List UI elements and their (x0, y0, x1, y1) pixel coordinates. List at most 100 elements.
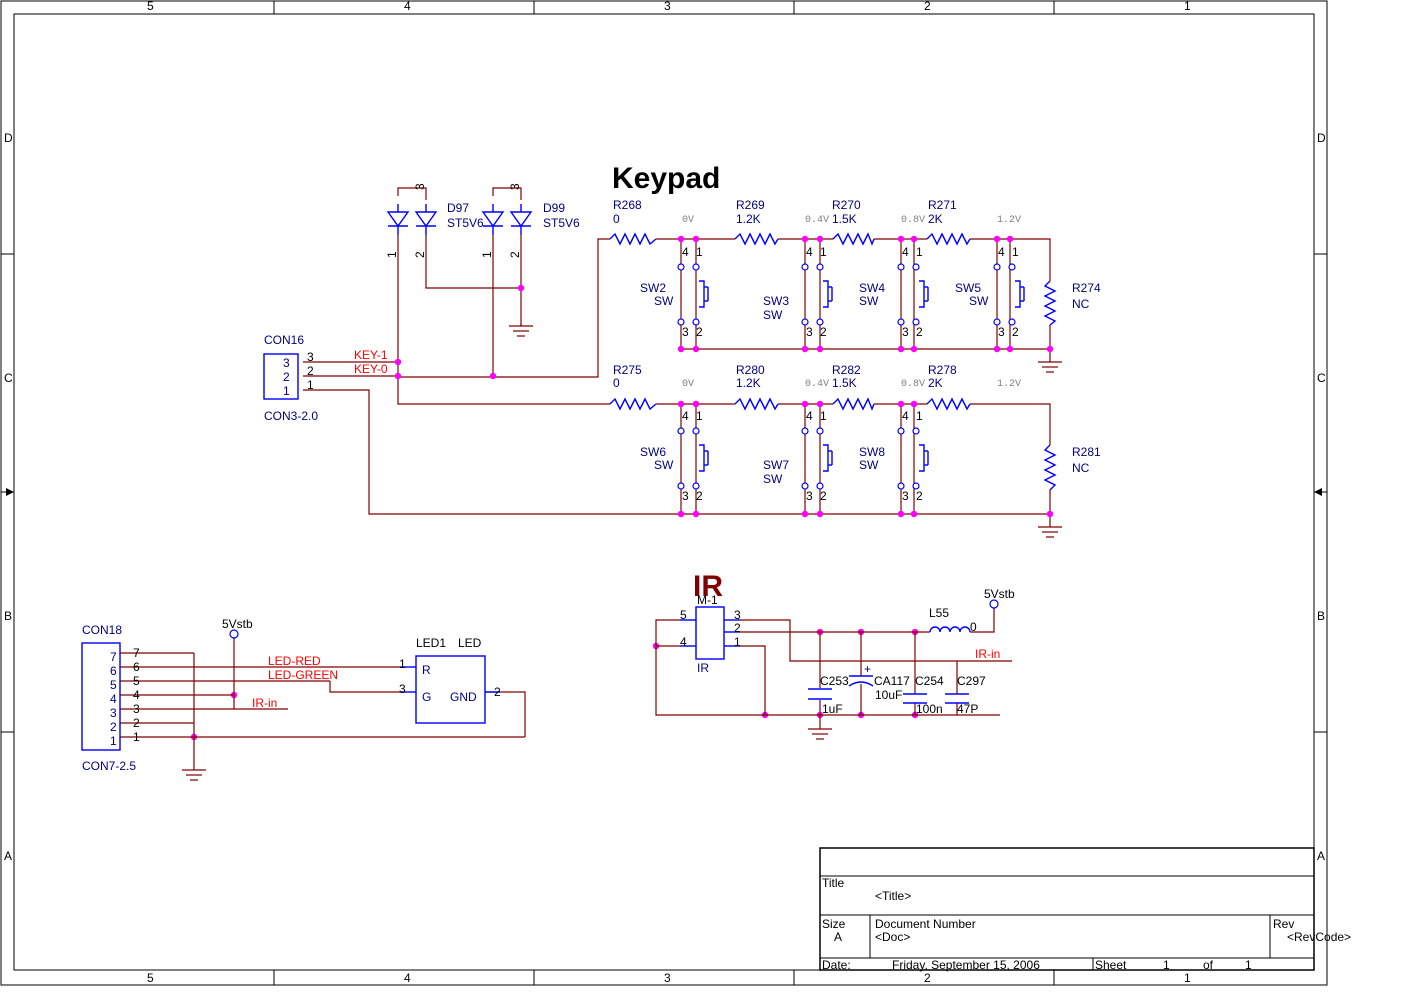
bottom-col-4: 4 (404, 971, 411, 985)
connector-con18: CON18 CON7-2.5 (81, 623, 136, 773)
right-row-b: B (1317, 609, 1325, 623)
switch-row2-2-pin-p2: 2 (916, 489, 923, 503)
junction-dots (190, 235, 1054, 741)
net-key0: KEY-0 (354, 362, 388, 376)
con16-ref: CON16 (264, 333, 304, 347)
power-vstb-left: 5Vstb (222, 617, 253, 639)
ir-pin-2: 2 (734, 621, 741, 635)
bottom-col-3: 3 (664, 971, 671, 985)
r268-value: 0 (613, 212, 620, 226)
switch-row1-1-pin-p4: 4 (806, 245, 813, 259)
tb-size-value: A (834, 930, 842, 944)
bottom-col-1: 1 (1184, 971, 1191, 985)
junction-dot (677, 235, 685, 243)
con16-outer-2: 2 (307, 364, 314, 378)
con18-pin-5: 5 (110, 678, 117, 692)
con18-pin-1: 1 (110, 734, 117, 748)
tb-docnum-value: <Doc> (875, 930, 910, 944)
junction-dot (1006, 345, 1014, 353)
c254-ref: C254 (915, 674, 944, 688)
junction-dot (910, 345, 918, 353)
con18-pin-7: 7 (110, 650, 117, 664)
tb-of-value: 1 (1245, 958, 1252, 972)
r270-value: 1.5K (832, 212, 857, 226)
r281-ref: R281 (1072, 445, 1101, 459)
row1-volt-1: 0.4V (805, 215, 829, 226)
junction-dot (816, 510, 824, 518)
d97-pin1: 1 (385, 251, 399, 258)
switch-row2-1-pin-p3: 3 (806, 489, 813, 503)
sw3-value: SW (763, 308, 783, 322)
con18-outer-2: 2 (133, 716, 140, 730)
con18-pin-3: 3 (110, 706, 117, 720)
con18-ref: CON18 (82, 623, 122, 637)
con18-pin-4: 4 (110, 692, 117, 706)
r280-ref: R280 (736, 363, 765, 377)
c254-value: 100n (916, 702, 943, 716)
tb-date-value: Friday, September 15, 2006 (892, 958, 1040, 972)
con16-pin-2: 2 (283, 370, 290, 384)
junction-dot (816, 235, 824, 243)
sw5-ref: SW5 (955, 281, 981, 295)
ir-wires (655, 608, 1012, 729)
top-col-3: 3 (664, 0, 671, 13)
c297-ref: C297 (957, 674, 986, 688)
top-col-4: 4 (404, 0, 411, 13)
junction-dot (910, 400, 918, 408)
d97-ref: D97 (447, 201, 469, 215)
junction-dot (677, 345, 685, 353)
row2-volt-2: 0.8V (901, 379, 925, 390)
sw4-ref: SW4 (859, 281, 885, 295)
vstb2-label: 5Vstb (984, 587, 1015, 601)
switch-row2-1-pin-p1: 1 (820, 409, 827, 423)
r271-value: 2K (928, 212, 943, 226)
tb-title-label: Title (822, 876, 845, 890)
junction-dot (677, 400, 685, 408)
junction-dot (692, 345, 700, 353)
end-resistors: R274 NC R281 NC (1043, 280, 1101, 491)
junction-dot (801, 235, 809, 243)
switch-row1-2-pin-p2: 2 (916, 325, 923, 339)
tb-size-label: Size (822, 917, 846, 931)
ir-module-ref: M-1 (697, 593, 718, 607)
r282-ref: R282 (832, 363, 861, 377)
keypad-title: Keypad (612, 162, 720, 195)
bottom-col-5: 5 (147, 971, 154, 985)
d97-value: ST5V6 (447, 216, 484, 230)
switch-row1-3-pin-p1: 1 (1012, 245, 1019, 259)
r281-value: NC (1072, 461, 1090, 475)
switch-row2-0-pin-p4: 4 (682, 409, 689, 423)
sw6-ref: SW6 (640, 445, 666, 459)
r270-ref: R270 (832, 198, 861, 212)
left-row-a: A (4, 849, 12, 863)
con18-wires (120, 638, 526, 770)
ca117-ref: CA117 (874, 674, 910, 688)
ir-pin-4: 4 (680, 635, 687, 649)
con18-pin-6: 6 (110, 664, 117, 678)
d99-ref: D99 (543, 201, 565, 215)
led1-pin-r: R (422, 663, 431, 677)
net-led-green: LED-GREEN (268, 668, 338, 682)
switch-row1-2-pin-p1: 1 (916, 245, 923, 259)
junction-dot (692, 510, 700, 518)
junction-dot (993, 235, 1001, 243)
l55-value: 0 (970, 620, 977, 634)
diode-d99: D99 ST5V6 3 1 2 (480, 183, 580, 258)
switch-labels-row2: SW6 SW SW7 SW SW8 SW (640, 445, 885, 486)
junction-dot (1006, 235, 1014, 243)
switch-row2-2-pin-p1: 1 (916, 409, 923, 423)
tb-date-label: Date: (822, 958, 851, 972)
ground-con18 (182, 769, 206, 781)
border-labels: 5 4 3 2 1 5 4 3 2 1 D C B A D C B A (4, 0, 1326, 985)
led1-pin-gnd: GND (450, 690, 477, 704)
sw2-value: SW (654, 294, 674, 308)
ir-title: IR (693, 570, 723, 603)
c253-ref: C253 (820, 674, 849, 688)
con18-value: CON7-2.5 (82, 759, 136, 773)
